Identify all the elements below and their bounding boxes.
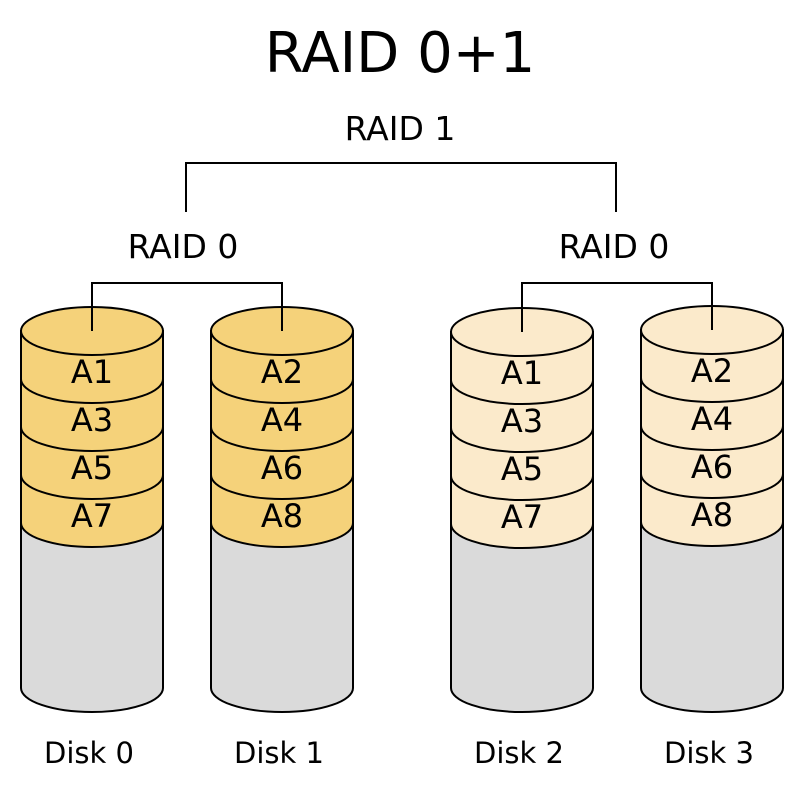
raid1-connector [185,162,617,212]
raid1-label: RAID 1 [345,109,456,148]
block-label: A3 [71,401,113,439]
block-label: A6 [691,448,733,486]
block-label: A4 [261,401,303,439]
raid0-left-label: RAID 0 [128,227,239,266]
diagram-title: RAID 0+1 [265,21,536,86]
disk-empty-space [450,523,594,713]
block-label: A1 [501,354,543,392]
block-label: A5 [71,449,113,487]
block-label: A4 [691,400,733,438]
raid0-left-connector [91,282,283,331]
raid0-right-label: RAID 0 [559,227,670,266]
raid0-right-connector [521,282,713,332]
disk-name: Disk 3 [664,736,754,770]
block-label: A3 [501,402,543,440]
disk-name: Disk 0 [44,736,134,770]
block-label: A6 [261,449,303,487]
disk-empty-space [210,522,354,713]
disk-empty-space [20,522,164,713]
block-label: A7 [71,497,113,535]
block-label: A8 [261,497,303,535]
disk-name: Disk 1 [234,736,324,770]
disk-name: Disk 2 [474,736,564,770]
block-label: A2 [261,353,303,391]
block-label: A8 [691,496,733,534]
block-label: A5 [501,450,543,488]
block-label: A7 [501,498,543,536]
block-label: A2 [691,352,733,390]
disk-empty-space [640,521,784,713]
block-label: A1 [71,353,113,391]
